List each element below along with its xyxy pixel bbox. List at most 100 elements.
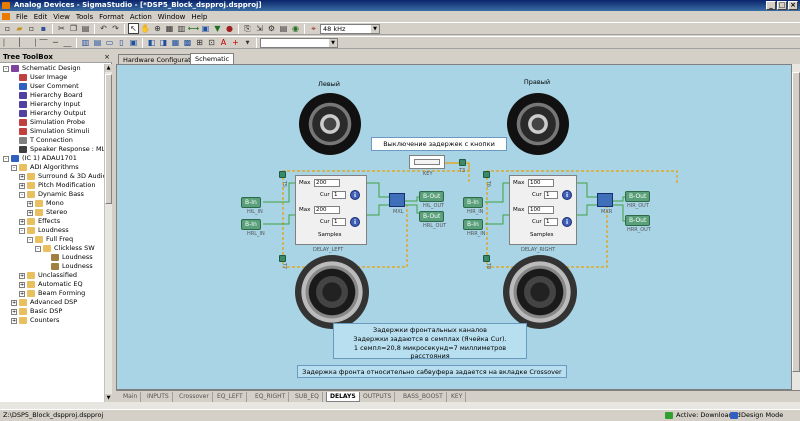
snap-icon[interactable]: ⊞ [196, 38, 203, 47]
align-bottom-icon[interactable]: ⎽ [63, 37, 72, 47]
tree-item[interactable]: Loudness [0, 262, 104, 271]
scroll-up-icon[interactable]: ▲ [105, 64, 112, 72]
align-icon[interactable]: ▥ [177, 24, 186, 33]
pointer-icon[interactable]: ↖ [128, 23, 139, 34]
send-back-icon[interactable]: ◨ [159, 38, 168, 47]
cut-icon[interactable]: ✂ [58, 24, 65, 33]
t6-tap[interactable] [483, 171, 490, 178]
tree-item[interactable]: Loudness [0, 253, 104, 262]
t3-tap[interactable] [459, 159, 466, 166]
align-right-icon[interactable]: ⎹ [27, 37, 36, 47]
tree-item[interactable]: +Pitch Modification [0, 181, 104, 190]
tree-item[interactable]: Hierarchy Input [0, 100, 104, 109]
menu-action[interactable]: Action [129, 12, 152, 21]
left-cur2-field[interactable]: 1 [332, 218, 346, 226]
tree-item[interactable]: +Basic DSP [0, 307, 104, 316]
sample-rate-select[interactable]: 48 kHz ▼ [320, 23, 380, 34]
undo-icon[interactable]: ↶ [100, 24, 107, 33]
expand-icon[interactable]: + [19, 281, 25, 288]
same-width-icon[interactable]: ▭ [105, 38, 114, 47]
lock-icon[interactable]: ⊡ [208, 38, 215, 47]
left-in2-block[interactable]: B-In [241, 219, 261, 230]
right-mixer-block[interactable] [597, 193, 613, 207]
paste-icon[interactable]: ▤ [81, 24, 90, 33]
tree-item[interactable]: Speaker Response : MLS [0, 145, 104, 154]
tree-item[interactable]: -Full Freq [0, 235, 104, 244]
expand-icon[interactable]: + [19, 272, 25, 279]
table-icon[interactable]: ▤ [279, 24, 288, 33]
horizontal-scrollbar[interactable] [0, 402, 800, 409]
expand-icon[interactable]: + [19, 290, 25, 297]
sheet-tab-key[interactable]: KEY [448, 392, 467, 402]
tree-item[interactable]: User Comment [0, 82, 104, 91]
scroll-down-icon[interactable]: ▼ [105, 394, 112, 402]
copy-icon[interactable]: ❐ [69, 24, 78, 33]
zoom-icon[interactable]: ⊕ [154, 24, 161, 33]
tree-item[interactable]: +Beam Forming [0, 289, 104, 298]
align-top-icon[interactable]: ⎺ [39, 37, 48, 47]
left-mixer-block[interactable] [389, 193, 405, 207]
align-center-icon[interactable]: │ [17, 38, 22, 47]
new-project-icon[interactable]: ▫ [28, 24, 35, 33]
compile-icon[interactable]: ▣ [201, 24, 210, 33]
key-switch-block[interactable] [409, 155, 445, 169]
right-max2-field[interactable]: 100 [528, 206, 554, 214]
tree-item[interactable]: -ADI Algorithms [0, 163, 104, 172]
tree-item[interactable]: Simulation Stimuli [0, 127, 104, 136]
settings-icon[interactable]: ⚙ [267, 24, 276, 33]
expand-icon[interactable]: + [19, 218, 25, 225]
sheet-tab-crossover[interactable]: Crossover [176, 392, 213, 402]
tree-item[interactable]: Simulation Probe [0, 118, 104, 127]
close-button[interactable]: × [788, 1, 798, 10]
align-middle-icon[interactable]: ─ [53, 38, 58, 47]
open-icon[interactable]: ▰ [16, 24, 23, 33]
menu-tools[interactable]: Tools [75, 12, 94, 21]
right-delay1-knob-icon[interactable]: i [562, 190, 572, 200]
collapse-icon[interactable]: - [19, 191, 25, 198]
menu-window[interactable]: Window [157, 12, 186, 21]
same-size-icon[interactable]: ▣ [129, 38, 138, 47]
right-in1-block[interactable]: B-In [463, 197, 483, 208]
t8-tap[interactable] [483, 255, 490, 262]
right-max1-field[interactable]: 100 [528, 179, 554, 187]
right-cur1-field[interactable]: 1 [544, 191, 558, 199]
right-cur2-field[interactable]: 1 [544, 218, 558, 226]
ungroup-icon[interactable]: ▩ [183, 38, 192, 47]
tree-item[interactable]: +Stereo [0, 208, 104, 217]
sheet-tab-inputs[interactable]: INPUTS [144, 392, 173, 402]
menu-help[interactable]: Help [191, 12, 208, 21]
expand-icon[interactable]: + [11, 308, 17, 315]
collapse-icon[interactable]: - [19, 227, 25, 234]
canvas-scroll-thumb[interactable] [792, 72, 800, 372]
copy-code-icon[interactable]: ⎘ [244, 23, 251, 33]
export-icon[interactable]: ⇲ [256, 24, 263, 33]
redo-icon[interactable]: ↷ [112, 24, 119, 33]
tree-scroll-thumb[interactable] [105, 74, 112, 204]
expand-icon[interactable]: + [11, 299, 17, 306]
collapse-icon[interactable]: - [27, 236, 33, 243]
tree-item[interactable]: T Connection [0, 136, 104, 145]
tree-item[interactable]: +Automatic EQ [0, 280, 104, 289]
same-height-icon[interactable]: ▯ [119, 38, 124, 47]
maximize-button[interactable]: □ [777, 1, 787, 10]
left-delay1-knob-icon[interactable]: i [350, 190, 360, 200]
fill-color-icon[interactable]: + [232, 38, 239, 47]
tree-item[interactable]: -Schematic Design [0, 64, 104, 73]
tree-item[interactable]: +Counters [0, 316, 104, 325]
left-max2-field[interactable]: 200 [314, 206, 340, 214]
menu-view[interactable]: View [53, 12, 70, 21]
menu-file[interactable]: File [16, 12, 28, 21]
collapse-icon[interactable]: - [35, 245, 41, 252]
left-max1-field[interactable]: 200 [314, 179, 340, 187]
sheet-tab-delays[interactable]: DELAYS [326, 392, 360, 402]
tree-item[interactable]: +Mono [0, 199, 104, 208]
expand-icon[interactable]: + [27, 209, 33, 216]
tree-item[interactable]: -Clickless SW [0, 244, 104, 253]
tree-item[interactable]: User Image [0, 73, 104, 82]
t5-tap[interactable] [279, 171, 286, 178]
close-icon[interactable]: × [104, 53, 110, 61]
right-in2-block[interactable]: B-In [463, 219, 483, 230]
right-delay-block[interactable]: Max 100 Cur 1 i Max 100 Cur 1 i Samples [509, 175, 577, 245]
left-out1-block[interactable]: B-Out [419, 191, 445, 202]
right-out1-block[interactable]: B-Out [625, 191, 651, 202]
